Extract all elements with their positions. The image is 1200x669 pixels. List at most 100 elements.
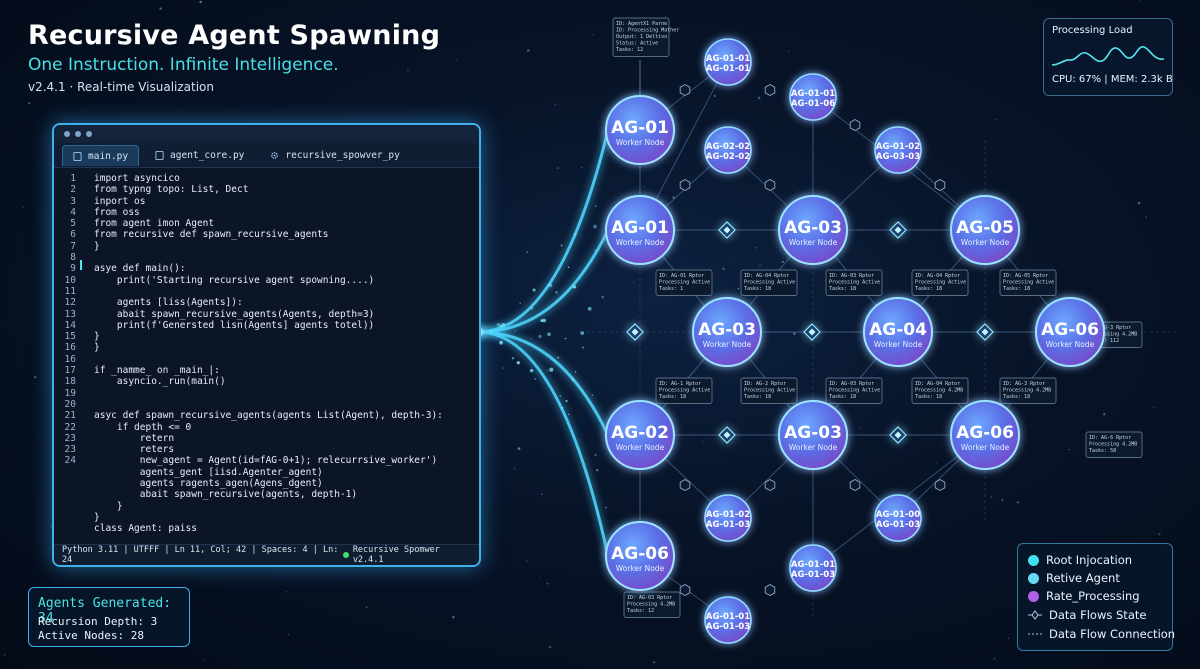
agents-generated: Agents Generated: 34 (38, 596, 172, 626)
background-star (1153, 406, 1155, 409)
line-number: 2 (70, 184, 76, 196)
background-star (526, 251, 529, 254)
legend-label: Rate_Processing (1046, 589, 1140, 603)
background-star (844, 9, 846, 11)
background-star (755, 247, 758, 249)
legend-dot-icon (1028, 572, 1039, 584)
info-card-text: Tasks: 18 (829, 394, 856, 400)
tab-label: agent_core.py (170, 149, 245, 161)
info-card-text: Tasks: 1 (659, 286, 683, 292)
tab-main-py[interactable]: main.py (62, 145, 140, 166)
code-line: asyncio._run(main() (94, 376, 226, 388)
data-flow-diamond-core (894, 226, 902, 234)
background-star (526, 49, 530, 52)
background-star (0, 325, 1, 327)
agent-role: Worker Node (703, 340, 752, 349)
info-card-text: Tasks: 18 (1003, 286, 1030, 292)
code-line: agents ragents_agen(Agens_dgent) (94, 478, 323, 490)
background-star (548, 645, 552, 649)
tab-agent-core-py[interactable]: agent_core.py (145, 145, 254, 165)
agent-id: AG-03 (698, 320, 756, 340)
junction-hex-icon (934, 478, 946, 492)
background-star (319, 639, 321, 641)
background-star (713, 94, 716, 97)
particle (594, 249, 596, 252)
background-star (3, 653, 6, 656)
background-star (177, 111, 179, 113)
code-line (94, 388, 443, 399)
background-star (84, 107, 85, 109)
background-star (502, 367, 505, 370)
root-beam (477, 229, 610, 334)
sub-agent-id: AG-01-03 (706, 520, 750, 530)
line-number: 23 (64, 444, 76, 456)
editor-titlebar (54, 125, 479, 143)
legend-root-invocation: Root Injocation (1028, 553, 1132, 567)
background-star (406, 69, 409, 72)
window-close-icon[interactable] (64, 131, 70, 137)
junction-hex-icon (764, 178, 776, 192)
particle (511, 357, 515, 360)
background-star (97, 95, 99, 97)
info-card-text: ID: AG-01 Rptor (659, 273, 704, 279)
agent-role: Worker Node (961, 443, 1010, 452)
particle (560, 244, 563, 247)
background-star (935, 463, 937, 465)
particle (514, 330, 517, 332)
line-number: 15 (64, 331, 76, 343)
particle (568, 413, 570, 416)
info-card-text: Tasks: 18 (1003, 394, 1030, 400)
line-number: 8 (70, 252, 76, 264)
agent-role: Worker Node (1046, 340, 1095, 349)
background-star (525, 560, 528, 562)
background-star (539, 577, 541, 579)
code-line: print(f'Genersted lisn(Agents] agents to… (94, 319, 375, 331)
agent-id: AG-04 (869, 320, 927, 340)
tab-recursive-spowver-py[interactable]: recursive_spowver_py (260, 145, 409, 165)
line-number: 24 (64, 455, 76, 467)
info-card-text: ID: AG-04 Rptor (915, 381, 960, 387)
window-minimize-icon[interactable] (75, 131, 81, 137)
tab-label: main.py (88, 150, 129, 162)
background-star (605, 506, 608, 509)
particle (581, 346, 584, 349)
info-card-text: ID: AG-03 Rptor (627, 595, 672, 601)
particle (572, 285, 577, 289)
background-star (1065, 229, 1067, 232)
window-maximize-icon[interactable] (86, 131, 92, 137)
code-line: } (94, 500, 123, 512)
